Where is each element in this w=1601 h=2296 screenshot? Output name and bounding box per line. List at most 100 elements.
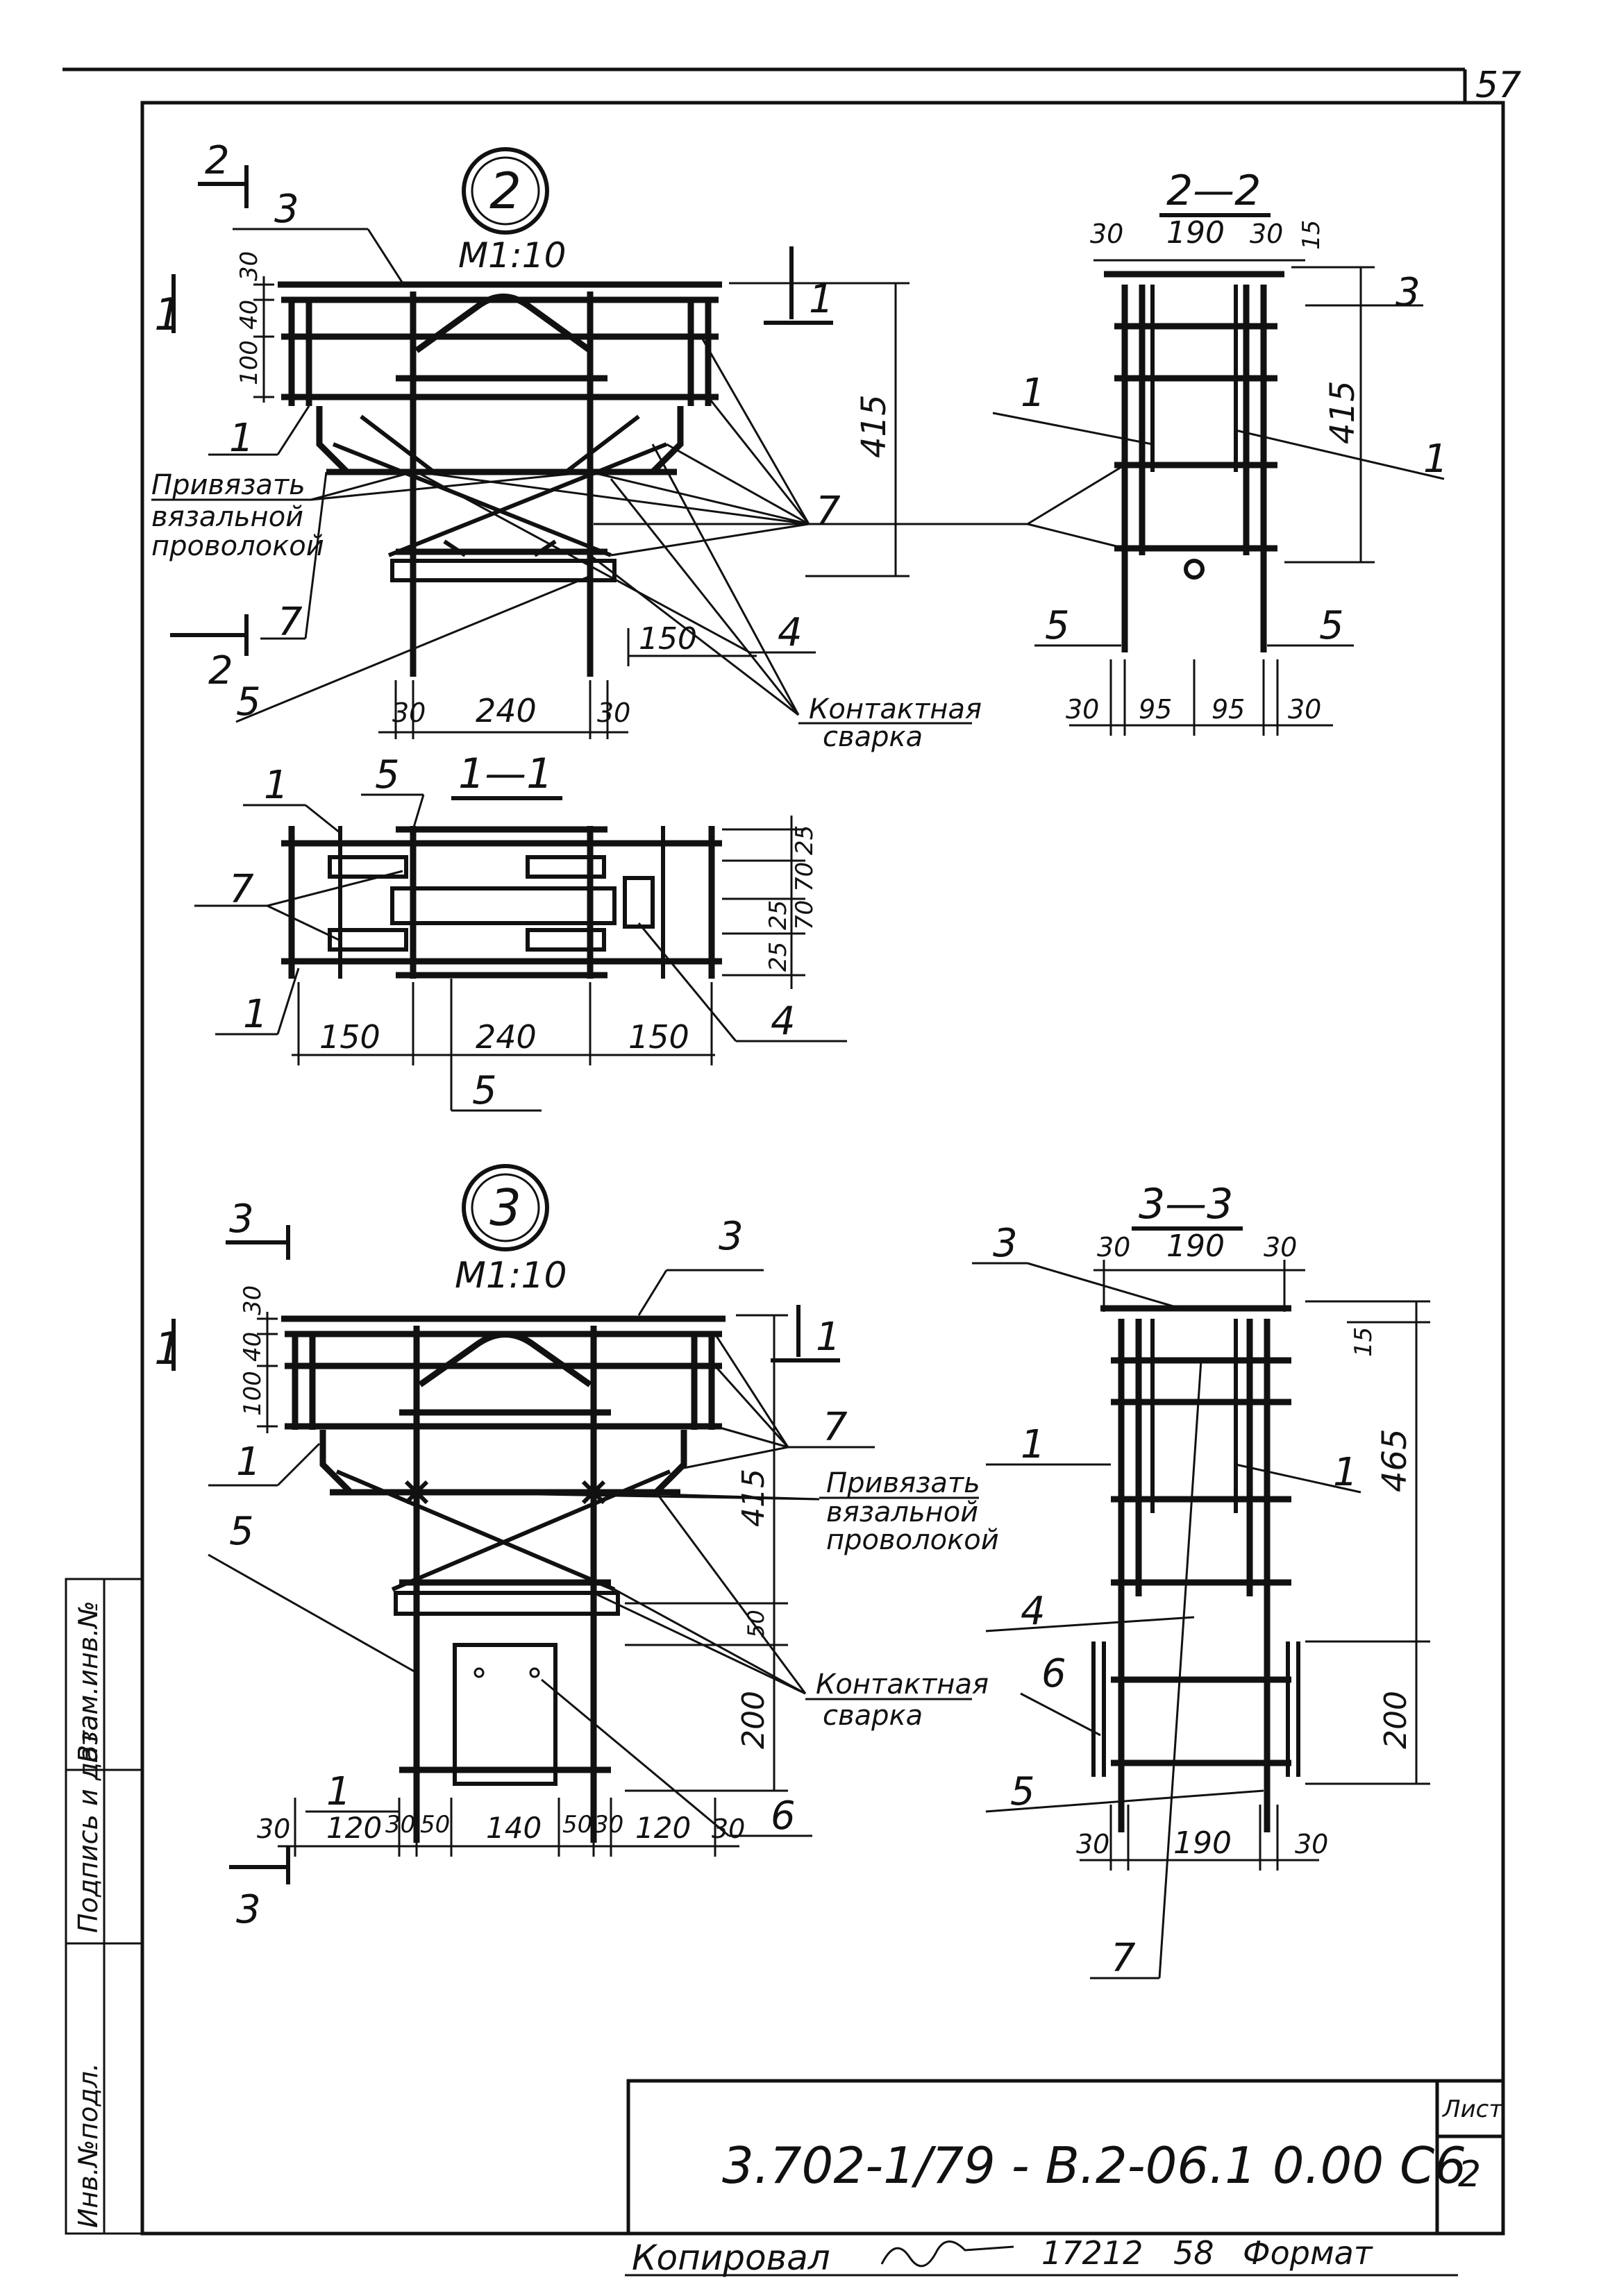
side-label-inv: Инв.№подл. <box>73 2063 103 2228</box>
label-3: 3 <box>274 187 299 232</box>
note-tie-3: проволокой <box>151 530 324 562</box>
n3-dim-40: 40 <box>239 1332 267 1362</box>
node-2-circle <box>462 147 549 235</box>
sec33-label-5: 5 <box>1010 1769 1035 1814</box>
n3-label-7: 7 <box>823 1405 848 1450</box>
sec22-t30b: 30 <box>1250 219 1283 249</box>
sec33-t190: 190 <box>1166 1229 1225 1264</box>
node-3-number: 3 <box>489 1179 521 1237</box>
doc-code: 3.702-1/79 - В.2-06.1 0.00 С6 <box>722 2136 1466 2195</box>
side-label-sign: Подпись и дата <box>73 1714 103 1933</box>
sec33-label-1a: 1 <box>1021 1422 1046 1467</box>
title-block: 3.702-1/79 - В.2-06.1 0.00 С6 Лист 2 <box>626 2079 1505 2236</box>
n3-note-tie-2: вязальной <box>826 1496 978 1528</box>
page-number: 57 <box>1475 65 1521 106</box>
sec11-label-5a: 5 <box>375 752 400 797</box>
sec11-r70a: 70 <box>791 862 819 892</box>
sec11-label-1a: 1 <box>264 763 289 808</box>
n3-label-5: 5 <box>229 1509 254 1554</box>
embedded-plate <box>453 1643 558 1786</box>
sec11-b150a: 150 <box>319 1018 380 1056</box>
n3-label-1b: 1 <box>326 1769 351 1814</box>
dim-30: 30 <box>235 251 263 281</box>
footer-num: 58 <box>1173 2234 1214 2272</box>
node-2-view: 2 М1:10 2 2 1 1 <box>151 138 982 753</box>
note-tie-2: вязальной <box>151 501 303 533</box>
sec33-h465: 465 <box>1375 1428 1414 1492</box>
sheet-number: 2 <box>1458 2154 1481 2195</box>
n3-dim-200: 200 <box>736 1691 771 1749</box>
section-mark-2-top: 2 <box>205 138 230 183</box>
sec11-r25b: 25 <box>764 900 792 930</box>
label-1: 1 <box>229 416 254 461</box>
sec11-b240: 240 <box>476 1018 537 1056</box>
drawing-frame <box>140 101 1505 2236</box>
sec22-b95a: 95 <box>1139 694 1172 725</box>
dim-b30b: 30 <box>597 698 630 728</box>
section-3-3-title: 3—3 <box>1139 1180 1233 1229</box>
side-label-vzam: Взам.инв.№ <box>73 1601 103 1763</box>
sec22-label-5a: 5 <box>1045 603 1070 648</box>
section-2-2-title: 2—2 <box>1166 167 1261 215</box>
label-7-right: 7 <box>816 489 841 534</box>
dim-100: 100 <box>235 340 263 385</box>
sec33-b30a: 30 <box>1076 1829 1109 1859</box>
node3-mark-1-left: 1 <box>154 1324 183 1375</box>
n3-label-3: 3 <box>719 1214 744 1259</box>
sec22-b95b: 95 <box>1212 694 1245 725</box>
sec11-label-5b: 5 <box>472 1068 497 1113</box>
footer-copied: Копировал <box>632 2238 830 2278</box>
sec11-label-1b: 1 <box>243 992 268 1037</box>
n3-dim-100: 100 <box>239 1371 267 1416</box>
sec22-b30b: 30 <box>1288 694 1321 725</box>
node-3-scale: М1:10 <box>455 1255 567 1297</box>
note-tie-1: Привязать <box>151 469 305 501</box>
dim-415: 415 <box>855 394 894 458</box>
n3-b30b: 30 <box>385 1811 415 1839</box>
node-3-circle <box>462 1164 549 1251</box>
node3-mark-1-right: 1 <box>816 1315 841 1360</box>
section-mark-3-bottom: 3 <box>236 1887 261 1932</box>
sec33-label-6: 6 <box>1041 1651 1066 1696</box>
section-1-1-view: 1—1 25 70 25 70 25 150 240 <box>194 750 847 1113</box>
n3-dim-30: 30 <box>239 1285 267 1315</box>
sec11-r70b: 70 <box>791 900 819 930</box>
sec22-b30a: 30 <box>1066 694 1099 725</box>
section-mark-1-right: 1 <box>809 277 834 322</box>
node-2-scale: М1:10 <box>458 235 566 276</box>
n3-b50b: 50 <box>562 1811 592 1839</box>
sec22-t15: 15 <box>1298 220 1325 250</box>
dim-40: 40 <box>235 300 263 330</box>
n3-label-6: 6 <box>771 1793 796 1839</box>
sec33-t15: 15 <box>1350 1327 1377 1357</box>
sec33-h200: 200 <box>1378 1691 1414 1749</box>
n3-b30a: 30 <box>257 1814 290 1844</box>
n3-note-tie-1: Привязать <box>826 1467 980 1499</box>
dim-b30a: 30 <box>392 698 426 728</box>
section-mark-1-left: 1 <box>154 289 183 341</box>
sec33-label-7: 7 <box>1111 1936 1136 1981</box>
footer-format: Формат <box>1243 2234 1373 2272</box>
n3-label-1a: 1 <box>236 1440 261 1485</box>
sec33-label-4: 4 <box>1021 1589 1046 1634</box>
node-3-view: 3 М1:10 3 3 1 1 <box>154 1164 999 1932</box>
n3-note-weld-2: сварка <box>823 1700 923 1732</box>
label-7-left: 7 <box>278 600 303 645</box>
note-weld-2: сварка <box>823 721 923 753</box>
section-mark-2-bottom: 2 <box>208 648 233 693</box>
sec22-h415: 415 <box>1323 380 1362 444</box>
sec33-t30a: 30 <box>1097 1232 1130 1263</box>
sec11-label-4: 4 <box>771 999 796 1044</box>
label-4: 4 <box>778 610 803 655</box>
sec22-label-3: 3 <box>1395 270 1420 315</box>
sec22-t30a: 30 <box>1090 219 1123 249</box>
sec33-b30b: 30 <box>1295 1829 1328 1859</box>
sheet-label: Лист <box>1441 2095 1503 2123</box>
sec33-b190: 190 <box>1173 1825 1232 1861</box>
signature <box>880 2240 1014 2268</box>
n3-b30c: 30 <box>594 1811 623 1839</box>
section-3-3-view: 3—3 30 190 30 15 465 200 <box>972 1180 1430 1981</box>
dim-240: 240 <box>476 692 537 729</box>
sec22-t190: 190 <box>1166 215 1225 251</box>
section-2-2-view: 2—2 30 190 30 15 415 30 95 95 30 3 <box>992 167 1448 736</box>
